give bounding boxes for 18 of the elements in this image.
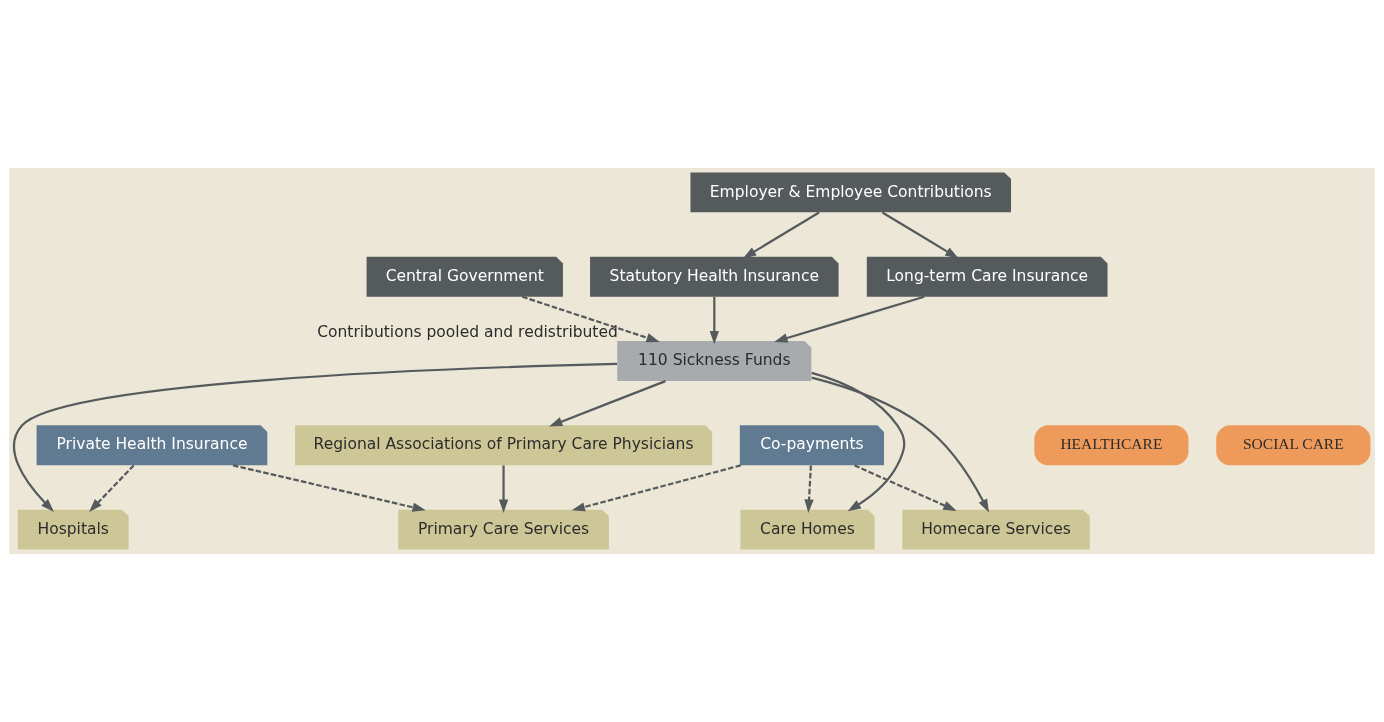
arrow: [521, 295, 660, 343]
arrow: [742, 211, 820, 259]
arrow: [549, 380, 666, 427]
arrow: [89, 464, 135, 512]
arrow: [498, 465, 509, 513]
arrow: [13, 362, 618, 512]
node-box: SOCIAL CARE: [1216, 425, 1371, 466]
arrow: [774, 295, 925, 343]
arrow: [811, 371, 906, 512]
arrow: [804, 465, 814, 513]
arrow: [881, 211, 959, 259]
arrow: [571, 464, 742, 512]
node-box: HEALTHCARE: [1034, 425, 1189, 466]
arrow: [854, 464, 957, 511]
arrow: [811, 376, 989, 513]
arrow: [232, 464, 426, 512]
arrow: [709, 296, 719, 345]
node-label: Contributions pooled and redistributed: [317, 322, 618, 341]
